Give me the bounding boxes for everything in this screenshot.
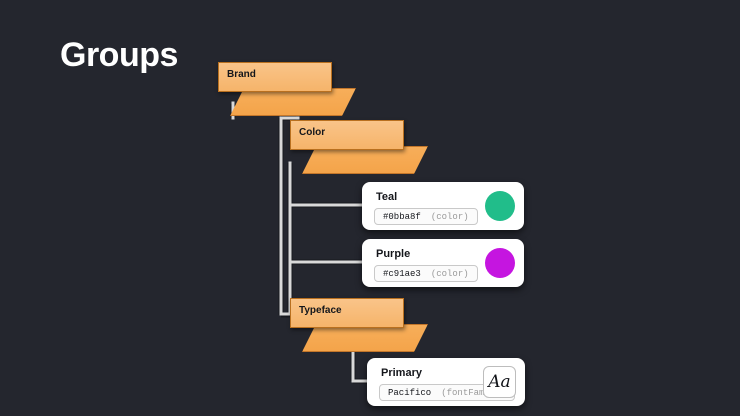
group-node-body [230, 88, 356, 116]
token-type: (color) [430, 212, 469, 222]
color-swatch-icon [485, 248, 515, 278]
group-node-header: Typeface [290, 298, 404, 328]
group-node-body [302, 324, 428, 352]
group-node-header: Brand [218, 62, 332, 92]
group-node-label: Color [299, 127, 326, 138]
group-node-label: Typeface [299, 305, 342, 316]
token-card-teal[interactable]: Teal #0bba8f (color) [362, 182, 524, 230]
token-value: #0bba8f [383, 212, 421, 222]
token-card-purple[interactable]: Purple #c91ae3 (color) [362, 239, 524, 287]
group-node-body [302, 146, 428, 174]
token-value-field[interactable]: #0bba8f (color) [374, 208, 478, 225]
token-title: Purple [376, 248, 411, 260]
font-preview-icon: Aa [483, 366, 516, 398]
token-title: Primary [381, 367, 422, 379]
page-title: Groups [60, 36, 178, 74]
group-node-header: Color [290, 120, 404, 150]
token-card-primary[interactable]: Primary Pacifico (fontFamily) Aa [367, 358, 525, 406]
token-value-field[interactable]: #c91ae3 (color) [374, 265, 478, 282]
token-title: Teal [376, 191, 398, 203]
group-node-label: Brand [227, 69, 256, 80]
token-type: (color) [430, 269, 469, 279]
token-value-field[interactable]: Pacifico (fontFamily) [379, 384, 516, 401]
token-value: Pacifico [388, 388, 432, 398]
color-swatch-icon [485, 191, 515, 221]
token-value: #c91ae3 [383, 269, 421, 279]
token-type: (fontFamily) [441, 388, 507, 398]
